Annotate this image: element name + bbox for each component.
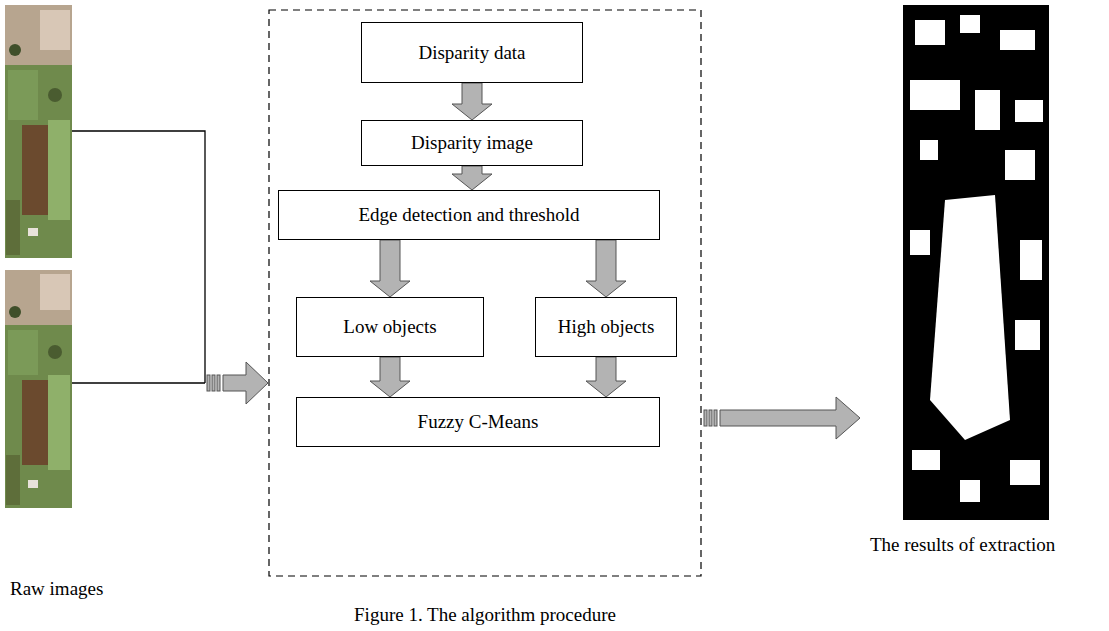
- block-arrow: [370, 357, 410, 397]
- result-image: [903, 5, 1049, 520]
- output-arrow: [704, 397, 860, 439]
- leader-line: [72, 131, 205, 383]
- raw-image: [5, 5, 72, 258]
- box-label: Edge detection and threshold: [358, 204, 579, 226]
- process-box: Edge detection and threshold: [278, 190, 660, 240]
- box-label: Disparity data: [418, 42, 525, 64]
- box-label: Disparity image: [411, 132, 533, 154]
- leader-line: [72, 382, 205, 383]
- box-label: Fuzzy C-Means: [418, 411, 539, 433]
- process-box: Low objects: [296, 297, 484, 357]
- figure-caption: Figure 1. The algorithm procedure: [354, 604, 616, 626]
- box-label: Low objects: [343, 316, 436, 338]
- raw-image: [5, 270, 72, 508]
- block-arrow: [586, 357, 626, 397]
- dashed-frame: [269, 10, 701, 576]
- process-box: Disparity data: [361, 22, 583, 83]
- box-label: High objects: [558, 316, 655, 338]
- block-arrow: [586, 240, 626, 297]
- process-box: High objects: [535, 297, 677, 357]
- block-arrow: [370, 240, 410, 297]
- process-box: Disparity image: [361, 120, 583, 166]
- block-arrow: [452, 166, 492, 190]
- image-label: Raw images: [10, 578, 103, 600]
- image-label: The results of extraction: [870, 534, 1055, 556]
- input-arrow: [207, 362, 268, 404]
- process-box: Fuzzy C-Means: [296, 397, 660, 447]
- block-arrow: [452, 83, 492, 120]
